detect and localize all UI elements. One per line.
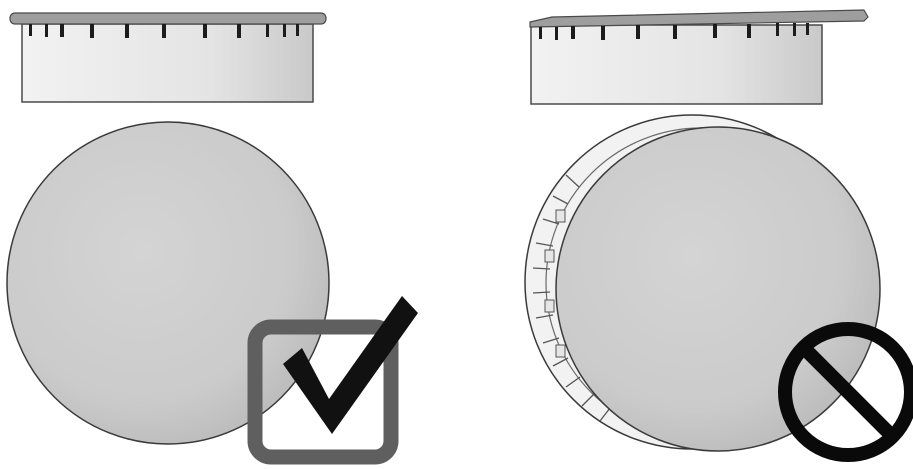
- cap-side-body: [22, 24, 313, 102]
- incorrect-installation-panel: [525, 10, 911, 455]
- cap-side-top-lip: [10, 13, 326, 24]
- cap-front-view-tilted: [556, 127, 880, 451]
- correct-installation-panel: [7, 13, 418, 457]
- cap-side-view-tilted: [530, 10, 868, 104]
- cap-front-view-flush: [7, 122, 329, 444]
- cap-side-view-flush: [10, 13, 326, 102]
